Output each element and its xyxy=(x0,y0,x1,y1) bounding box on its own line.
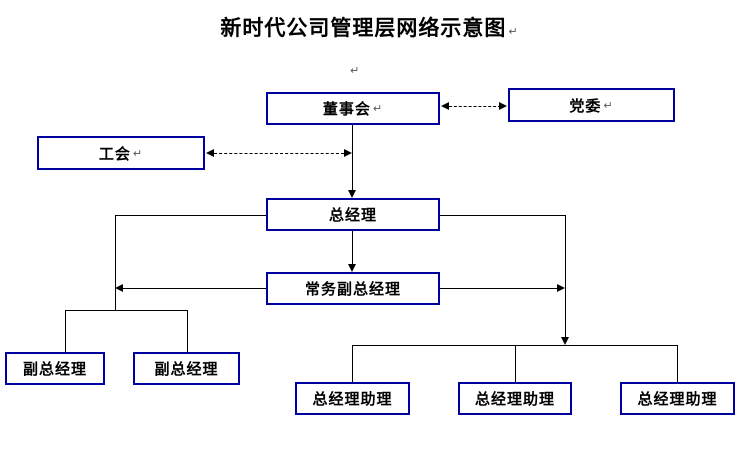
connector-left-drop xyxy=(115,215,116,288)
node-party-committee: 党委↵ xyxy=(508,88,675,122)
arrowhead-left-icon xyxy=(441,102,449,110)
title-text: 新时代公司管理层网络示意图 xyxy=(220,15,507,40)
node-label: 总经理助理 xyxy=(312,390,393,408)
node-label: 总经理 xyxy=(328,206,377,224)
node-label: 副总经理 xyxy=(154,360,219,378)
arrowhead-right-icon xyxy=(499,102,507,110)
node-general-manager: 总经理 xyxy=(266,198,440,231)
node-executive-deputy-gm: 常务副总经理 xyxy=(266,272,440,305)
node-label: 党委 xyxy=(569,96,602,115)
arrowhead-right-icon xyxy=(557,284,565,292)
arrowhead-down-icon xyxy=(348,264,356,272)
node-label: 总经理助理 xyxy=(637,390,718,408)
linebreak-mark: ↵ xyxy=(372,102,384,115)
connector-assistant2-drop xyxy=(515,345,516,382)
node-gm-assistant-2: 总经理助理 xyxy=(458,382,572,415)
arrowhead-right-icon xyxy=(344,149,352,157)
node-label: 工会 xyxy=(98,144,131,163)
node-label: 常务副总经理 xyxy=(304,280,401,298)
node-label: 总经理助理 xyxy=(474,390,555,408)
linebreak-mark: ↵ xyxy=(132,146,144,160)
connector-assistant3-drop xyxy=(677,345,678,382)
linebreak-mark: ↵ xyxy=(603,98,614,112)
connector-assistant-rail xyxy=(352,345,677,346)
connector-gm-left xyxy=(115,215,266,216)
connector-board-party xyxy=(449,106,501,107)
connector-gm-evgm xyxy=(352,231,353,265)
node-deputy-gm-2: 副总经理 xyxy=(133,352,240,385)
connector-evgm-right xyxy=(440,288,557,289)
node-board: 董事会↵ xyxy=(266,92,440,125)
arrowhead-down-icon xyxy=(348,190,356,198)
page-title: 新时代公司管理层网络示意图↵ xyxy=(0,12,739,42)
node-label: 董事会 xyxy=(322,100,371,118)
connector-evgm-left xyxy=(123,288,266,289)
connector-union-trunk xyxy=(214,153,344,154)
node-labor-union: 工会↵ xyxy=(37,136,205,170)
node-gm-assistant-1: 总经理助理 xyxy=(295,382,410,415)
arrowhead-down-icon xyxy=(561,337,569,345)
node-gm-assistant-3: 总经理助理 xyxy=(620,382,735,415)
connector-assistant1-drop xyxy=(352,345,353,382)
connector-right-drop xyxy=(565,215,566,337)
arrowhead-left-icon xyxy=(115,284,123,292)
connector-deputy2-drop xyxy=(187,310,188,352)
connector-gm-right xyxy=(440,215,565,216)
linebreak-mark: ↵ xyxy=(350,64,360,77)
arrowhead-left-icon xyxy=(206,149,214,157)
connector-deputy-rail xyxy=(65,310,187,311)
node-label: 副总经理 xyxy=(22,360,87,378)
linebreak-mark: ↵ xyxy=(508,25,519,38)
connector-left-stem xyxy=(115,288,116,310)
connector-board-gm xyxy=(352,125,353,191)
node-deputy-gm-1: 副总经理 xyxy=(5,352,105,385)
connector-deputy1-drop xyxy=(65,310,66,352)
